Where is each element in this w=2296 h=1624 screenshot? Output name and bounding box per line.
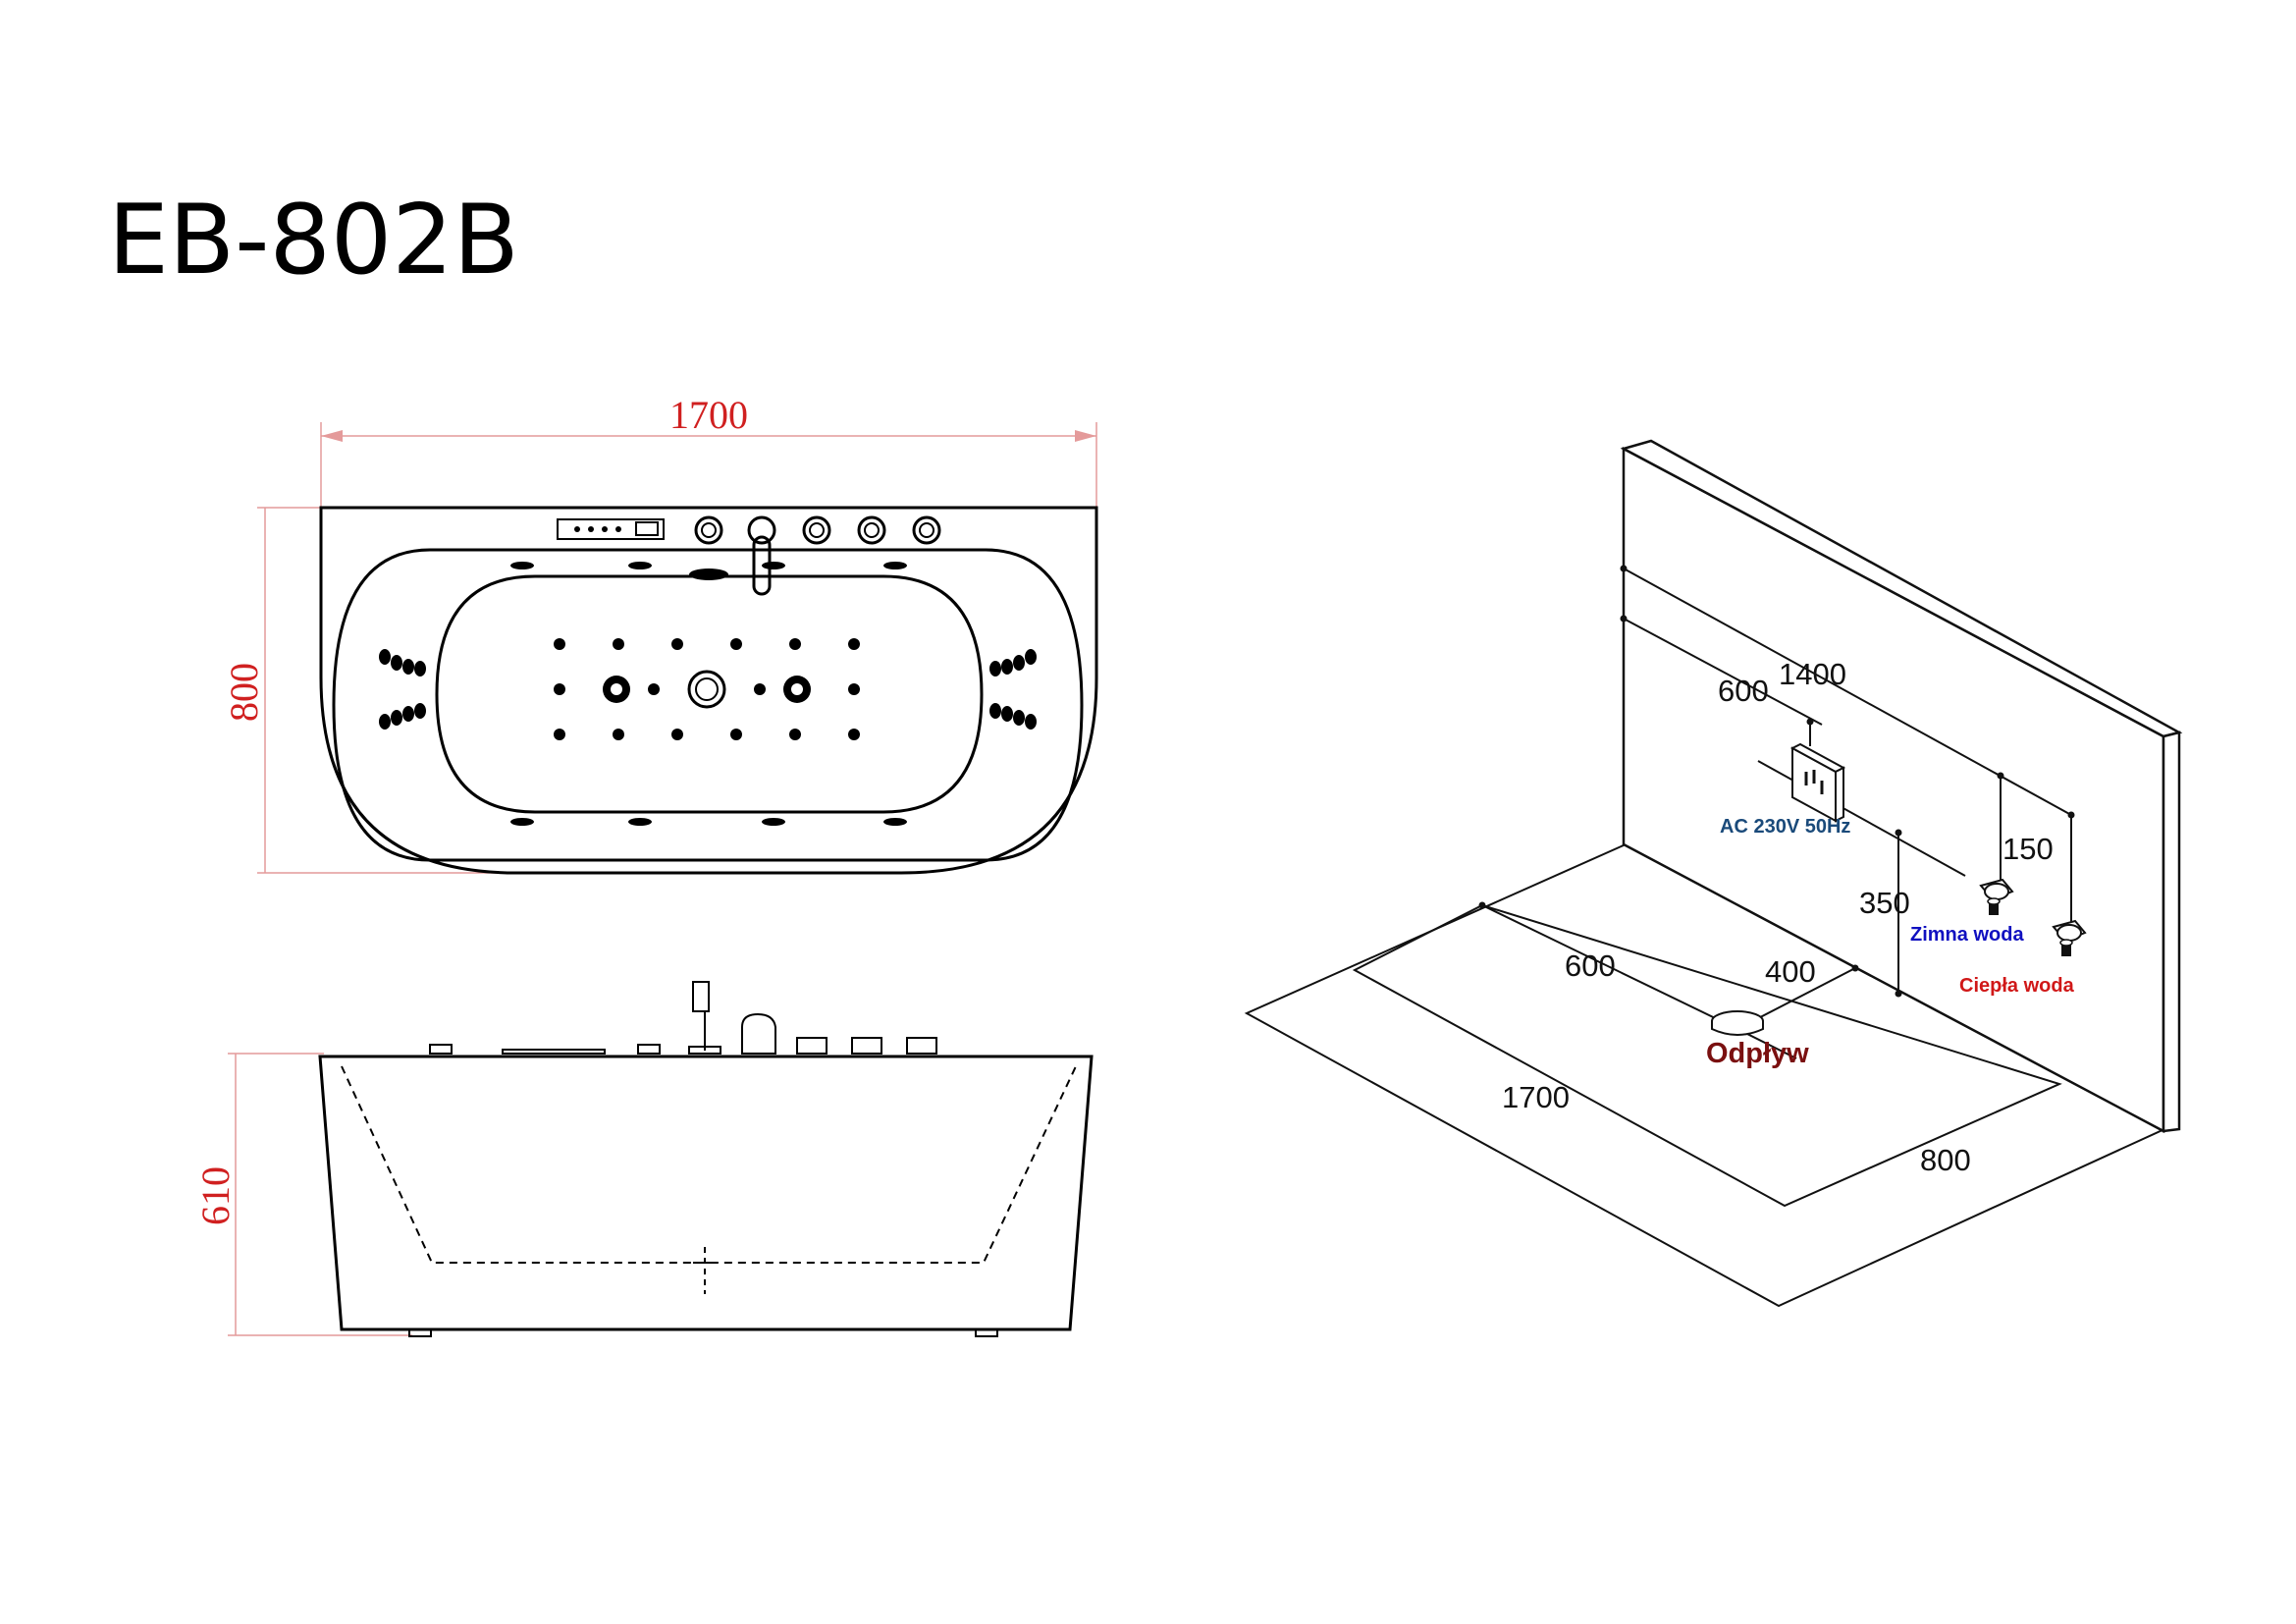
cold-water-label: Zimna woda: [1910, 924, 2024, 946]
wall-side: [2162, 731, 2181, 1133]
tub-side-body: [318, 1055, 1094, 1331]
tub-inner-dashed: [341, 1065, 1077, 1264]
tub-footprint: [1352, 903, 2062, 1208]
installation-view: 1400 600 AC 230V 50Hz 150 350 Zimna woda…: [1244, 439, 2183, 1308]
foot-right: [975, 1328, 998, 1337]
hot-water-label: Ciepła woda: [1959, 975, 2075, 997]
top-view: 1700 800: [222, 393, 1098, 875]
hot-water-valve-icon: [2052, 919, 2087, 956]
bottom-air-jets: [554, 638, 860, 740]
floor-width-label: 800: [1920, 1143, 1971, 1177]
top-view-width-label: 800: [222, 663, 266, 722]
drain-icon: [1711, 1010, 1764, 1036]
drain-offset-y-label: 400: [1765, 954, 1816, 989]
drain-offset-x-label: 600: [1565, 948, 1616, 983]
tub-inner-rim: [332, 548, 1084, 862]
side-view-height-label: 610: [193, 1166, 238, 1225]
floor-length-label: 1700: [1502, 1080, 1570, 1114]
control-panel: [557, 518, 665, 540]
large-jets: [603, 676, 811, 703]
cold-water-valve-icon: [1979, 878, 2014, 915]
valve-height-label: 350: [1859, 886, 1910, 920]
top-view-length-dimension: 1700: [320, 393, 1097, 511]
side-view-height-dimension: 610: [193, 1053, 412, 1336]
rim-slots: [510, 562, 907, 826]
top-view-width-dimension: 800: [222, 507, 550, 874]
tub-outer-rim: [319, 506, 1098, 875]
power-socket-icon: [1789, 742, 1846, 823]
side-view: 610: [193, 981, 1094, 1337]
drain-label: Odpływ: [1706, 1038, 1809, 1069]
side-jets-left: [379, 649, 426, 730]
socket-offset-label: 600: [1718, 674, 1769, 708]
wall-length-label: 1400: [1779, 657, 1846, 691]
top-view-length-label: 1700: [669, 393, 748, 437]
side-jets-right: [989, 649, 1037, 730]
deck-fittings: [429, 981, 937, 1055]
valve-spacing-label: 150: [2002, 832, 2054, 866]
model-title: EB-802B: [108, 185, 519, 297]
foot-left: [408, 1328, 432, 1337]
valve-knobs: [694, 515, 941, 545]
drain-center: [687, 670, 726, 709]
power-label: AC 230V 50Hz: [1720, 816, 1850, 838]
wall-front: [1622, 446, 2165, 1134]
tub-basin: [435, 574, 984, 814]
